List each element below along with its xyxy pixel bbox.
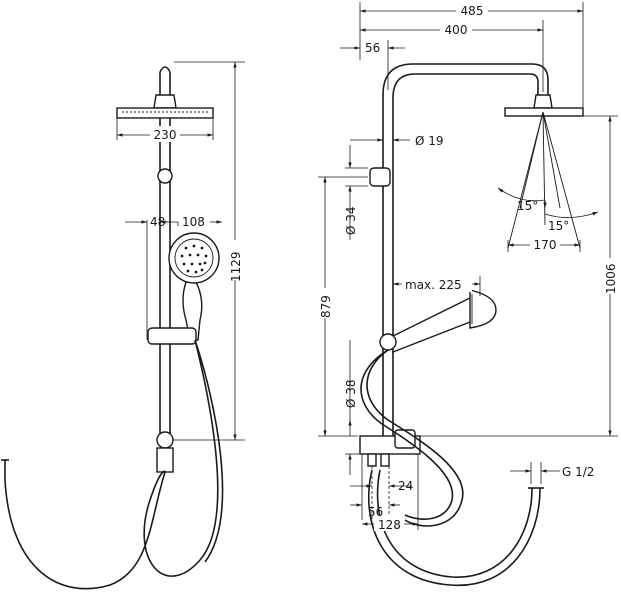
dim-arm-reach: 400 [445, 23, 468, 37]
side-overhead-shower [504, 94, 584, 117]
side-shower-hose [360, 349, 464, 527]
front-slider [147, 327, 197, 345]
dim-offset-48: 48 [150, 215, 165, 229]
dim-56-top: 56 [365, 41, 380, 55]
dim-overall-reach: 485 [461, 4, 484, 18]
front-shower-hose [4, 339, 219, 590]
side-spray-angles: 15° 15° 170 [497, 111, 599, 252]
dim-handshower: 108 [182, 215, 205, 229]
dim-24: 24 [398, 479, 413, 493]
dim-head-width: 230 [154, 128, 177, 142]
side-dimensions: 485 400 56 Ø 19 Ø 34 87 [317, 2, 618, 532]
side-riser-and-arm [382, 63, 549, 440]
dim-angle-left: 15° [517, 199, 538, 213]
dim-56-bottom: 56 [368, 505, 383, 519]
dim-128: 128 [378, 518, 401, 532]
front-mixer [156, 431, 174, 449]
side-view: 15° 15° 170 [317, 2, 618, 587]
dim-holder-dia: Ø 34 [344, 206, 358, 235]
dim-thread: G 1/2 [562, 465, 594, 479]
front-hand-shower [168, 232, 220, 341]
front-riser-rail [159, 66, 171, 440]
dim-max-225: max. 225 [405, 278, 462, 292]
dim-head-height: 1006 [604, 263, 618, 294]
dim-spray-170: 170 [534, 238, 557, 252]
dim-mixer-dia: Ø 38 [344, 379, 358, 408]
side-hand-shower [379, 289, 497, 354]
front-dimensions: 230 48 108 1129 [116, 61, 245, 441]
front-view: 230 48 108 1129 [1, 61, 245, 590]
front-overhead-shower [116, 94, 214, 119]
dim-height-879: 879 [319, 295, 333, 318]
dim-total-height: 1129 [229, 251, 243, 282]
dim-angle-right: 15° [548, 219, 569, 233]
side-wall-holder [369, 167, 391, 187]
dim-rail-dia: Ø 19 [415, 134, 444, 148]
front-wall-bracket [157, 168, 173, 184]
